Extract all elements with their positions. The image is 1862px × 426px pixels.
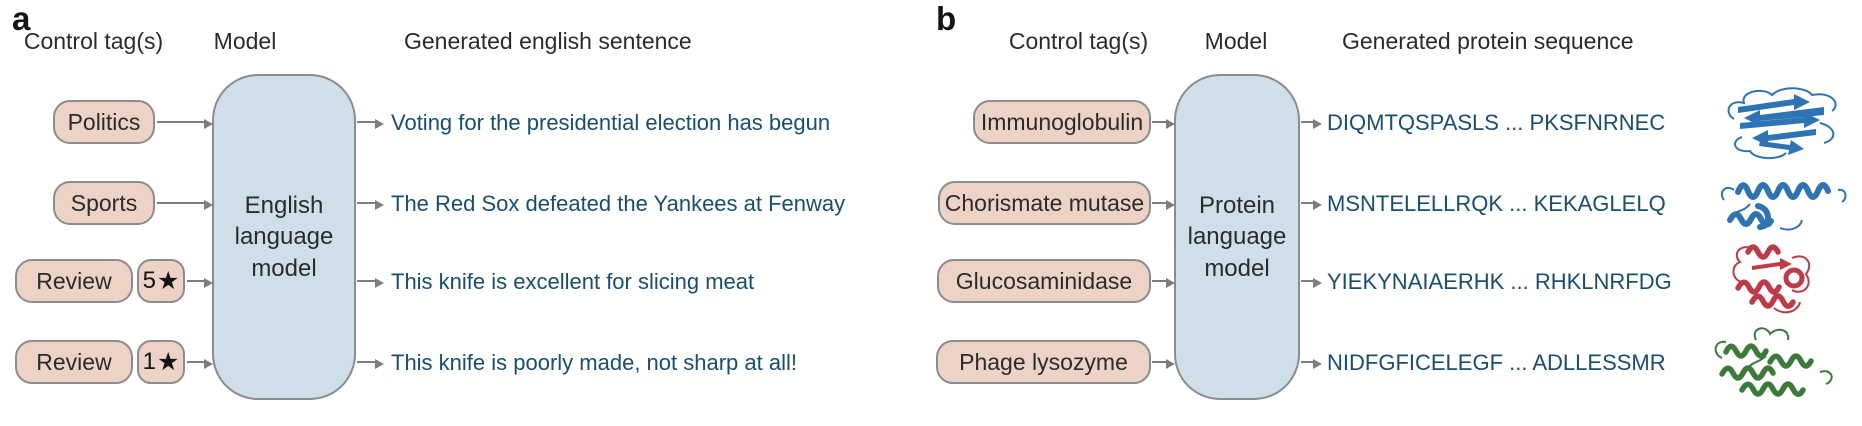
arrow-tag-to-model: [1152, 118, 1175, 129]
protein-structure-immunoglobulin-icon: [1720, 85, 1848, 163]
protein-language-model-box: Protein language model: [1174, 74, 1300, 400]
generated-protein-sequence: DIQMTQSPASLS ... PKSFNRNEC: [1327, 110, 1666, 135]
arrow-tag-to-model: [1152, 358, 1175, 369]
panel-b-label: b: [936, 0, 957, 37]
generated-sentence: This knife is excellent for slicing meat: [391, 269, 755, 294]
control-tag-phage-lysozyme: Phage lysozyme: [936, 340, 1151, 384]
english-language-model-label: English language model: [234, 192, 334, 282]
generated-sentence: The Red Sox defeated the Yankees at Fenw…: [391, 191, 846, 216]
rating-badge-1-star: 1 ★: [137, 340, 185, 384]
arrow-tag-to-model: [157, 199, 213, 210]
arrow-model-to-output: [1301, 358, 1322, 369]
tag-label: Glucosaminidase: [955, 267, 1133, 294]
arrow-tag-to-model: [187, 358, 213, 369]
panel-a-label: a: [12, 0, 31, 37]
control-tag-review: Review: [15, 259, 133, 303]
tag-label: Chorismate mutase: [944, 189, 1145, 216]
panel-a-header-model: Model: [213, 28, 277, 54]
tag-label: Phage lysozyme: [959, 348, 1128, 375]
generated-protein-sequence: NIDFGFICELEGF ... ADLLESSMR: [1327, 350, 1666, 375]
protein-language-model-label: Protein language model: [1187, 192, 1287, 282]
star-icon: ★: [156, 347, 180, 376]
control-tag-chorismate-mutase: Chorismate mutase: [938, 181, 1151, 225]
arrow-model-to-output: [1301, 199, 1322, 210]
arrow-tag-to-model: [1152, 277, 1175, 288]
arrow-model-to-output: [357, 118, 384, 129]
protein-structure-phage-lysozyme-icon: [1708, 322, 1838, 404]
tag-label: Immunoglobulin: [980, 108, 1144, 135]
rating-number: 5: [142, 267, 156, 294]
control-tag-glucosaminidase: Glucosaminidase: [937, 259, 1151, 303]
generated-protein-sequence: YIEKYNAIAERHK ... RHKLNRFDG: [1327, 269, 1672, 294]
rating-number: 1: [142, 348, 156, 375]
panel-a-header-output: Generated english sentence: [404, 28, 692, 54]
generated-sentence: Voting for the presidential election has…: [391, 110, 831, 135]
arrow-tag-to-model: [157, 118, 213, 129]
tag-label: Sports: [70, 189, 138, 216]
arrow-tag-to-model: [187, 277, 213, 288]
arrow-model-to-output: [1301, 118, 1322, 129]
arrow-model-to-output: [357, 277, 384, 288]
panel-a-header-control-tags: Control tag(s): [23, 28, 164, 54]
tag-label: Politics: [67, 108, 141, 135]
rating-badge-5-stars: 5 ★: [137, 259, 185, 303]
generated-sentence: This knife is poorly made, not sharp at …: [391, 350, 797, 375]
star-icon: ★: [156, 266, 180, 295]
generated-protein-sequence: MSNTELELLRQK ... KEKAGLELQ: [1327, 191, 1666, 216]
control-tag-immunoglobulin: Immunoglobulin: [973, 100, 1151, 144]
arrow-model-to-output: [357, 358, 384, 369]
control-tag-sports: Sports: [53, 181, 155, 225]
protein-structure-glucosaminidase-icon: [1722, 238, 1818, 322]
arrow-tag-to-model: [1152, 199, 1175, 210]
arrow-model-to-output: [1301, 277, 1322, 288]
tag-label: Review: [36, 267, 112, 294]
protein-structure-helical-bundle-icon: [1716, 174, 1848, 234]
tag-label: Review: [36, 348, 112, 375]
panel-b-header-control-tags: Control tag(s): [1008, 28, 1149, 54]
panel-b-header-output: Generated protein sequence: [1342, 28, 1634, 54]
english-language-model-box: English language model: [212, 74, 356, 400]
panel-b-header-model: Model: [1204, 28, 1268, 54]
control-tag-review: Review: [15, 340, 133, 384]
arrow-model-to-output: [357, 199, 384, 210]
control-tag-politics: Politics: [53, 100, 155, 144]
